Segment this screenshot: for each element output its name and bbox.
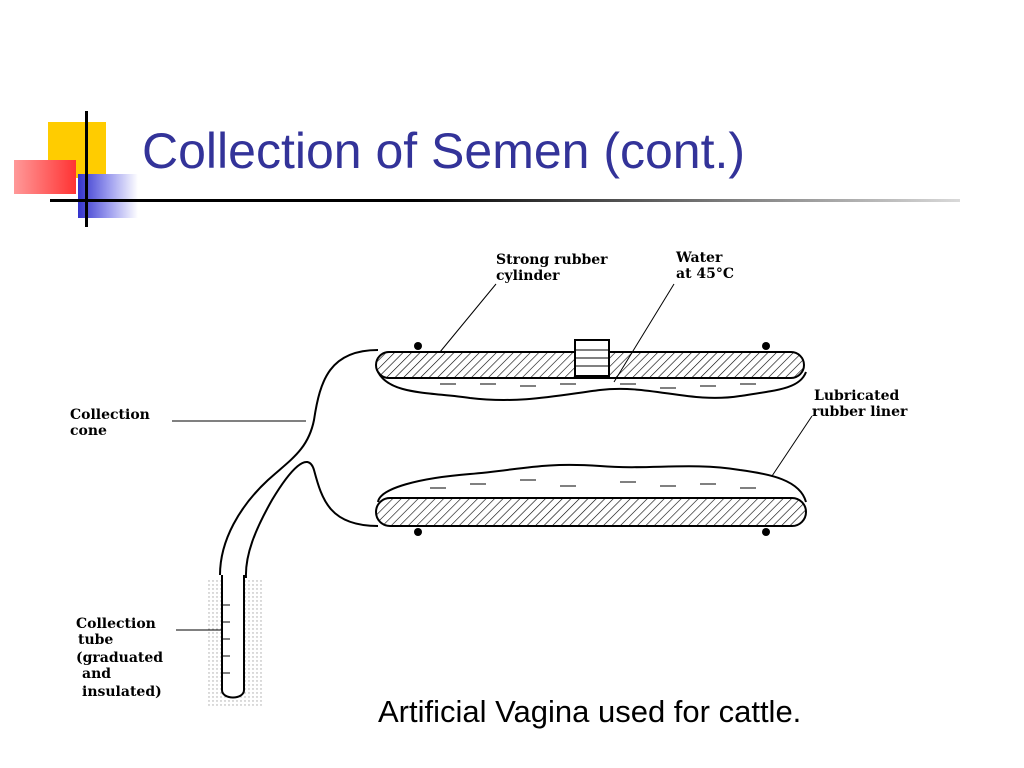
label-tube-line2: tube — [78, 632, 113, 648]
label-liner-line2: rubber liner — [812, 404, 908, 420]
label-liner-line1: Lubricated — [814, 388, 899, 404]
clamp-bottom-right — [762, 528, 770, 536]
label-cylinder-line1: Strong rubber — [496, 252, 608, 268]
clamp-bottom-left — [414, 528, 422, 536]
clamp-top-left — [414, 342, 422, 350]
clamp-top-right — [762, 342, 770, 350]
leader-lines — [172, 283, 813, 631]
liner-top — [377, 371, 807, 401]
label-tube-line3: (graduated — [76, 650, 163, 666]
water-dashes — [430, 383, 756, 489]
label-tube-line4: and — [82, 666, 111, 682]
bottom-cylinder-wall — [375, 497, 807, 527]
label-water-line1: Water — [675, 250, 723, 266]
label-cone-line1: Collection — [70, 407, 150, 423]
decor-blue-square — [78, 174, 138, 218]
label-water-line2: at 45°C — [676, 266, 734, 282]
decor-red-square — [14, 160, 76, 194]
title-underline — [50, 199, 960, 202]
collection-cone — [219, 349, 379, 576]
top-cylinder-wall — [375, 339, 805, 379]
label-cone-line2: cone — [70, 423, 107, 439]
decor-vertical-line — [85, 111, 88, 227]
label-cylinder-line2: cylinder — [496, 268, 560, 284]
collection-cone-lower — [244, 461, 379, 579]
slide-title: Collection of Semen (cont.) — [142, 123, 746, 179]
collection-tube — [208, 575, 264, 708]
label-tube-line1: Collection — [76, 616, 156, 632]
diagram-caption: Artificial Vagina used for cattle. — [378, 694, 802, 729]
label-tube-line5: insulated) — [82, 684, 162, 700]
liner-bottom — [377, 463, 807, 503]
